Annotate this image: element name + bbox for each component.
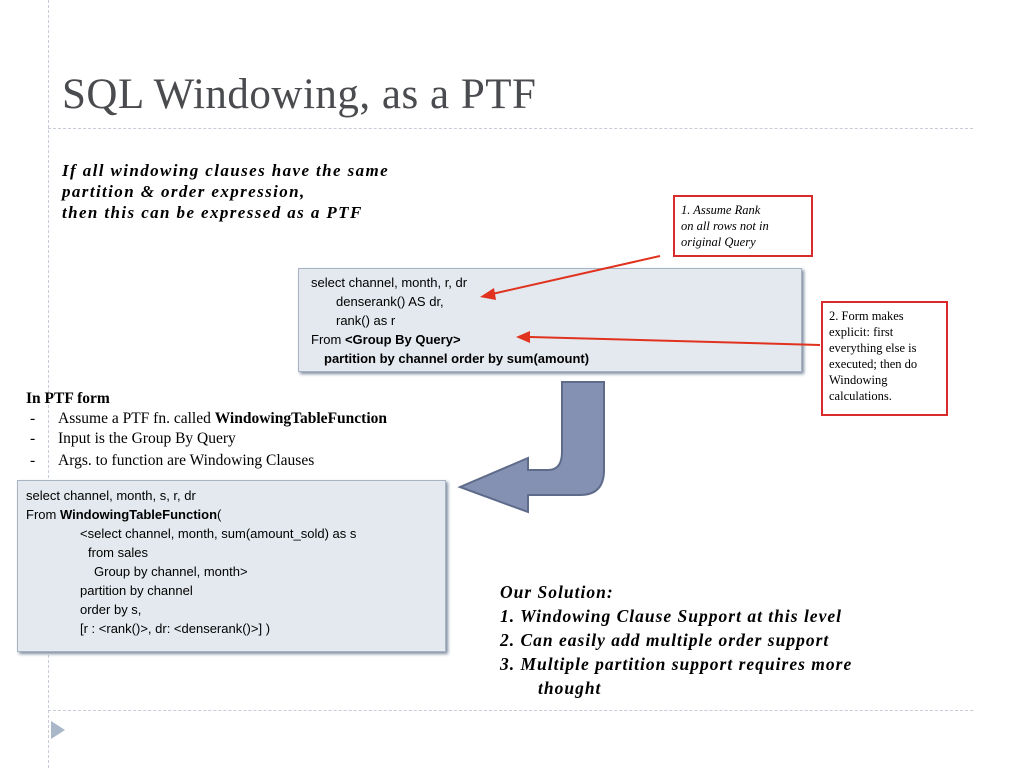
- note2-line-5: Windowing: [829, 373, 888, 387]
- ptf-query-line-2: From WindowingTableFunction(: [26, 505, 445, 524]
- ptf-query-box: select channel, month, s, r, dr From Win…: [17, 480, 446, 652]
- ptf-query-line-1: select channel, month, s, r, dr: [26, 488, 196, 503]
- query-line-2: denserank() AS dr,: [336, 294, 444, 309]
- footer-divider: [48, 710, 973, 711]
- ptf-item-1: - Assume a PTF fn. called WindowingTableF…: [26, 409, 387, 429]
- query-line-4: From <Group By Query>: [311, 330, 801, 349]
- intro-line-3: then this can be expressed as a PTF: [62, 203, 363, 222]
- red-arrow-form-head: [516, 331, 530, 343]
- query-line-3: rank() as r: [336, 313, 396, 328]
- solution-item-3: 3. Multiple partition support requires m…: [500, 654, 853, 674]
- ptf-from-keyword: From: [26, 507, 60, 522]
- ptf-item-2: - Input is the Group By Query: [26, 429, 236, 449]
- intro-line-1: If all windowing clauses have the same: [62, 161, 390, 180]
- note1-line-1: 1. Assume Rank: [681, 203, 761, 217]
- bullet-dash: -: [30, 430, 36, 447]
- intro-text: If all windowing clauses have the same p…: [62, 160, 389, 223]
- query-line-5: partition by channel order by sum(amount…: [324, 351, 590, 366]
- note2-line-4: executed; then do: [829, 357, 918, 371]
- group-by-query-label: <Group By Query>: [344, 332, 461, 347]
- red-arrow-form-line: [529, 336, 821, 346]
- ptf-query-line-7: order by s,: [80, 602, 142, 617]
- solution-heading: Our Solution:: [500, 582, 614, 602]
- ptf-query-line-6: partition by channel: [80, 583, 193, 598]
- solution-item-2: 2. Can easily add multiple order support: [500, 630, 830, 650]
- vertical-guide-line: [48, 0, 49, 768]
- ptf-function-call: WindowingTableFunction: [59, 507, 218, 522]
- bullet-dash: -: [30, 452, 36, 469]
- note-assume-rank: 1. Assume Rank on all rows not in origin…: [673, 195, 813, 257]
- red-arrow-rank-head: [480, 288, 496, 300]
- ptf-item-2-text: Input is the Group By Query: [58, 430, 236, 447]
- ptf-item-1-text: Assume a PTF fn. called: [58, 410, 215, 427]
- note2-line-6: calculations.: [829, 389, 892, 403]
- bullet-dash: -: [30, 410, 36, 427]
- note2-line-3: everything else is: [829, 341, 917, 355]
- ptf-query-line-5: Group by channel, month>: [94, 564, 248, 579]
- query-line-1: select channel, month, r, dr: [311, 275, 468, 290]
- triangle-icon: [51, 721, 65, 739]
- intro-line-2: partition & order expression,: [62, 182, 306, 201]
- solution-item-1: 1. Windowing Clause Support at this leve…: [500, 606, 842, 626]
- ptf-query-line-4: from sales: [88, 545, 148, 560]
- note2-line-1: 2. Form makes: [829, 309, 904, 323]
- ptf-heading: In PTF form: [26, 390, 110, 407]
- ptf-item-3: - Args. to function are Windowing Clauses: [26, 451, 314, 471]
- note2-line-2: explicit: first: [829, 325, 894, 339]
- solution-item-3-continued: thought: [538, 678, 602, 698]
- query-box: select channel, month, r, dr denserank()…: [298, 268, 802, 372]
- our-solution-section: Our Solution: 1. Windowing Clause Suppor…: [500, 580, 852, 700]
- query-from-keyword: From: [311, 332, 345, 347]
- ptf-open-paren: (: [217, 507, 222, 522]
- red-arrow-rank-line: [491, 255, 661, 295]
- slide-title: SQL Windowing, as a PTF: [62, 71, 537, 118]
- note1-line-3: original Query: [681, 235, 756, 249]
- ptf-function-name: WindowingTableFunction: [214, 410, 387, 427]
- ptf-item-3-text: Args. to function are Windowing Clauses: [58, 452, 315, 469]
- curved-arrow-icon: [457, 381, 605, 514]
- note1-line-2: on all rows not in: [681, 219, 769, 233]
- ptf-form-section: In PTF form - Assume a PTF fn. called Win…: [26, 389, 387, 471]
- title-divider: [48, 128, 973, 129]
- note-form-makes-explicit: 2. Form makes explicit: first everything…: [821, 301, 948, 416]
- ptf-query-line-3: <select channel, month, sum(amount_sold)…: [80, 526, 357, 541]
- ptf-query-line-8: [r : <rank()>, dr: <denserank()>] ): [80, 621, 271, 636]
